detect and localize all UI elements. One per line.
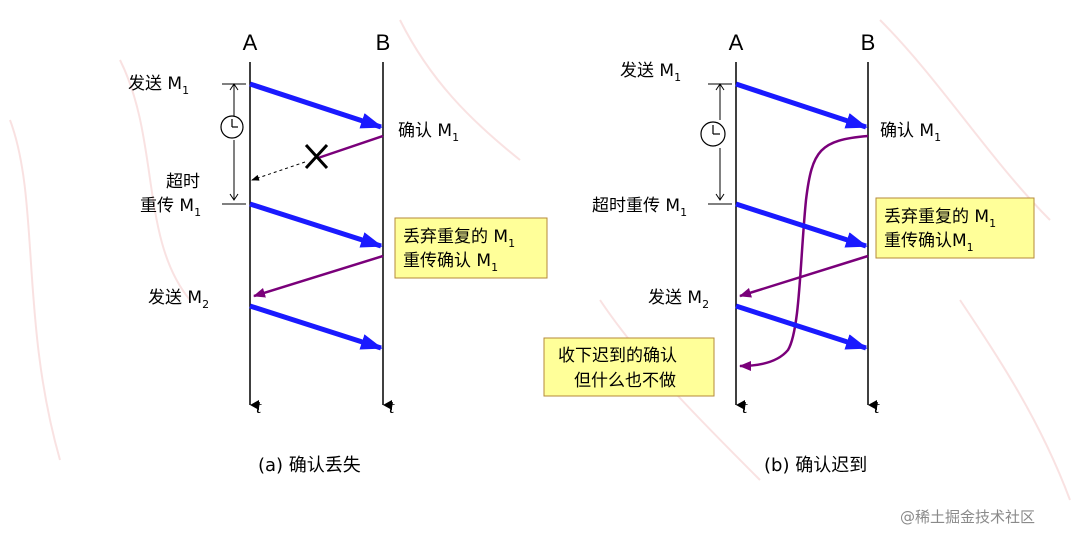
clock-icon [220, 115, 244, 139]
time-label-b-b: t [874, 397, 880, 418]
watermark-text: @稀土掘金技术社区 [900, 508, 1035, 526]
lost-x-icon [304, 143, 329, 170]
panel-a: A B t t 发送 M1 确认 M1 超时 重传 M1 [128, 30, 548, 476]
clock-icon [700, 121, 726, 147]
lost-ack-dashed [251, 161, 306, 181]
time-label-b: t [389, 397, 395, 418]
send-m2-label-b: 发送 M2 [648, 288, 709, 311]
time-label-a: t [256, 397, 262, 418]
note-discard-line1-b: 丢弃重复的 M1 [884, 207, 996, 230]
note-discard-line1: 丢弃重复的 M1 [403, 227, 515, 250]
node-a-label: A [243, 30, 258, 55]
ack-arrow-m1-resend [253, 254, 384, 298]
note-box-discard [394, 217, 548, 279]
panel-b: A B t t 发送 M1 确认 M1 超时重传 M1 丢弃重复的 M1 重传确… [543, 30, 1035, 476]
node-a-label-b: A [729, 30, 744, 55]
ack-m1-label-b: 确认 M1 [880, 121, 941, 144]
data-arrow-m1-retransmit-b [735, 201, 868, 249]
note-late-line1: 收下迟到的确认 [558, 346, 677, 366]
data-arrow-m1-b [735, 81, 868, 130]
ack-m1-label: 确认 M1 [398, 121, 459, 144]
send-m1-label-b: 发送 M1 [620, 61, 681, 84]
note-box-late-ack [543, 337, 715, 397]
node-b-label-b: B [861, 30, 876, 55]
retransmit-m1-label-b: 超时重传 M1 [592, 196, 687, 219]
note-box-discard-b [875, 197, 1035, 259]
send-m1-label: 发送 M1 [128, 74, 189, 97]
ack-arrow-delayed [739, 134, 869, 371]
note-discard-line2: 重传确认 M1 [403, 251, 498, 274]
note-late-line2: 但什么也不做 [574, 371, 676, 391]
node-b-label: B [376, 30, 391, 55]
ack-arrow-m1-resend-b [739, 254, 869, 298]
caption-b: (b) 确认迟到 [764, 455, 867, 476]
data-arrow-m1 [249, 81, 383, 130]
send-m2-label: 发送 M2 [148, 288, 209, 311]
data-arrow-m1-retransmit [249, 201, 383, 249]
note-discard-line2-b: 重传确认M1 [884, 231, 974, 254]
ack-arrow-lost [317, 134, 384, 160]
caption-a: (a) 确认丢失 [258, 455, 361, 476]
background-watermark-pattern [9, 19, 1071, 501]
data-arrow-m2 [249, 303, 383, 351]
time-label-a-b: t [742, 397, 748, 418]
data-arrow-m2-b [735, 303, 868, 351]
retransmit-m1-label: 重传 M1 [140, 196, 201, 219]
timeout-label: 超时 [166, 172, 200, 192]
